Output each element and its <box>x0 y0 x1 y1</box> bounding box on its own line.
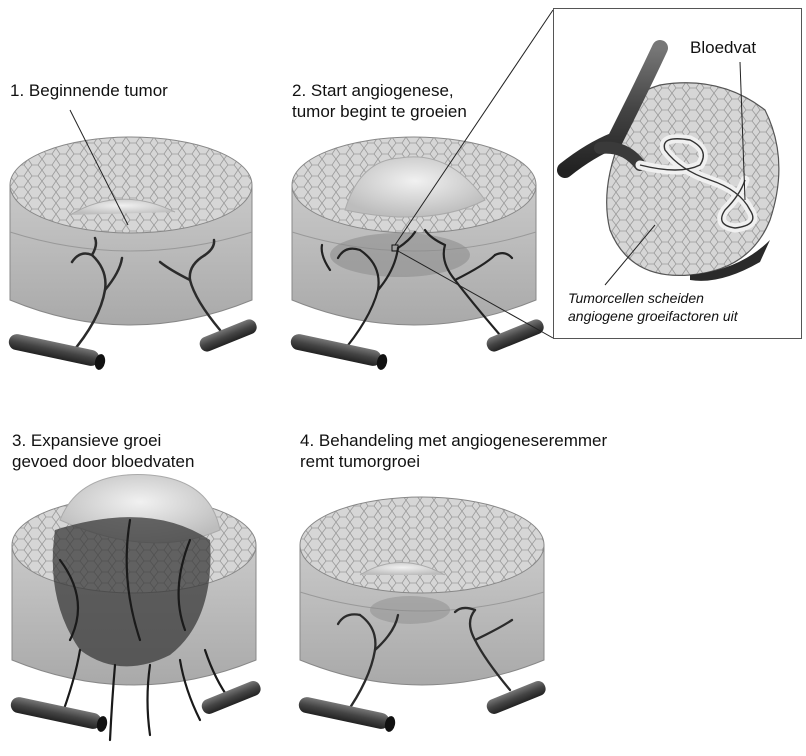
tissue-block-1 <box>7 137 258 371</box>
inset-caption: Tumorcellen scheiden angiogene groeifact… <box>568 289 738 325</box>
stage-2-label: 2. Start angiogenese, tumor begint te gr… <box>292 80 467 122</box>
stage-1-label: 1. Beginnende tumor <box>10 80 168 101</box>
tissue-block-3 <box>9 475 262 740</box>
stage-3-label: 3. Expansieve groei gevoed door bloedvat… <box>12 430 194 472</box>
tissue-block-4 <box>297 497 547 733</box>
bloedvat-label: Bloedvat <box>690 38 756 58</box>
tissue-block-2 <box>289 137 545 371</box>
stage-4-label: 4. Behandeling met angiogeneseremmer rem… <box>300 430 607 472</box>
